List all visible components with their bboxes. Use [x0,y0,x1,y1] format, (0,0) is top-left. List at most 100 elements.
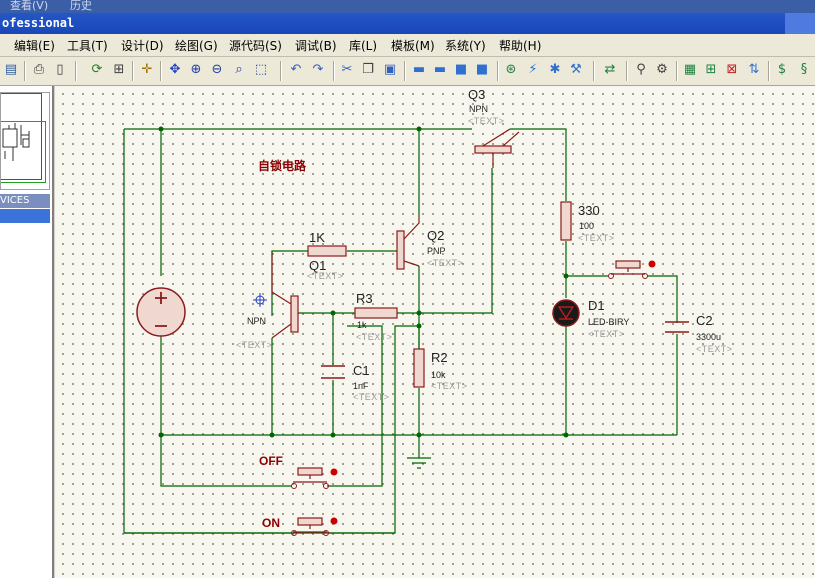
zoom-in-icon[interactable]: ⊕ [190,62,202,77]
refresh-icon[interactable]: ⟳ [91,62,103,77]
q2-transistor [396,216,420,270]
schematic-canvas[interactable]: 自锁电路 Q3 NPN <TEXT> Q2 PNP <TEXT> 1K Q1 <… [55,86,815,578]
overview-view-rect [1,93,42,180]
led-d1 [552,299,580,327]
menu-library[interactable]: 库(L) [349,39,378,53]
wire-off-right [327,325,383,487]
capacitor-c2 [665,321,689,333]
toolbar-separator [626,61,628,81]
title-bar[interactable]: ofessional [0,13,815,35]
page-icon[interactable]: ▯ [56,62,64,77]
d1-value: LED-BIRY [588,317,630,327]
q3-value: NPN [469,104,489,114]
toolbar-separator [75,61,77,81]
strip-text-view: 查看(V) [10,0,49,12]
schematic-drawing [123,126,689,536]
menu-bar: 编辑(E) 工具(T) 设计(D) 绘图(G) 源代码(S) 调试(B) 库(L… [0,34,815,57]
d1-ref: D1 [588,298,605,313]
dollar-icon[interactable]: $ [777,62,787,77]
pan-icon[interactable]: ✥ [169,62,181,77]
overview-window[interactable] [0,92,50,190]
toolbar-separator [768,61,770,81]
menu-tools[interactable]: 工具(T) [67,39,108,53]
print-icon[interactable]: ⎙ [33,62,45,77]
overview-thumbnail [2,123,30,161]
q1-ref: Q1 [309,258,327,273]
pick-device-icon[interactable]: ⊛ [505,62,517,77]
menu-system[interactable]: 系统(Y) [445,39,486,53]
toolbar-separator [160,61,162,81]
wire-off-left [160,435,292,487]
r-330-value: 100 [579,221,595,231]
block-delete-icon[interactable]: ■ [475,62,489,77]
block-copy-icon[interactable]: ▬ [412,62,426,77]
strip-text-history: 历史 [70,0,92,12]
d1-text-placeholder: <TEXT> [588,329,625,339]
menu-source[interactable]: 源代码(S) [229,39,282,53]
resistor-r3 [354,307,398,319]
property-tool-icon[interactable]: ⇄ [604,62,616,77]
background-window-strip: 查看(V) 历史 [0,0,815,13]
bom-icon[interactable]: ▦ [683,62,697,77]
zoom-all-icon[interactable]: ⌕ [235,62,243,77]
q3-text-placeholder: <TEXT> [468,116,505,126]
origin-icon[interactable]: ✛ [141,62,153,77]
c2-value: 3300u [696,332,722,342]
menu-graph[interactable]: 绘图(G) [175,39,218,53]
block-rotate-icon[interactable]: ■ [454,62,468,77]
cut-icon[interactable]: ✂ [341,62,353,77]
schematic-title: 自锁电路 [258,159,307,173]
toolbar: ▤ ⎙ ▯ ⟳ ⊞ ✛ ✥ ⊕ ⊖ ⌕ ⬚ ↶ ↷ ✂ ❐ ▣ ▬ ▬ ■ ■ … [0,57,815,86]
resistor-r2 [413,348,425,388]
q1-text-placeholder: <TEXT> [307,271,344,281]
menu-design[interactable]: 设计(D) [121,39,164,53]
paste-icon[interactable]: ▣ [383,62,397,77]
new-sheet-icon[interactable]: ⚙ [656,62,668,77]
copy-icon[interactable]: ❐ [362,62,374,77]
toolbar-separator [497,61,499,81]
switch-on [291,517,338,536]
search-icon[interactable]: ⚒ [570,62,582,77]
r-330-ref: 330 [578,203,600,218]
capacitor-c1 [321,365,345,379]
q1-text-placeholder-2: <TEXT> [236,340,273,350]
devices-header: VICES [0,194,50,208]
r-1k-ref: 1K [309,230,325,245]
menu-edit[interactable]: 编辑(E) [14,39,55,53]
zoom-out-icon[interactable]: ⊖ [211,62,223,77]
undo-icon[interactable]: ↶ [290,62,302,77]
isis-icon[interactable]: ⊞ [705,62,717,77]
script-icon[interactable]: § [800,62,808,77]
decompose-icon[interactable]: ✱ [549,62,561,77]
redo-icon[interactable]: ↷ [312,62,324,77]
toolbar-separator [24,61,26,81]
make-device-icon[interactable]: ⚡ [528,62,538,77]
menu-template[interactable]: 模板(M) [391,39,435,53]
block-move-icon[interactable]: ▬ [433,62,447,77]
q2-ref: Q2 [427,228,445,243]
ground-symbol [407,457,431,469]
menu-debug[interactable]: 调试(B) [295,39,337,53]
switch-on-label: ON [262,516,280,530]
device-list-selected-item[interactable] [0,209,50,223]
wire-q3-base [419,168,493,314]
battery-source [136,287,186,337]
q1-transistor [271,253,299,339]
netlist-icon[interactable]: ⚲ [636,62,646,77]
switch-led [608,260,656,279]
probe-marker-icon [253,293,267,307]
wire-1k-left [271,250,308,253]
wire-q3-collector [510,128,567,201]
resistor-330 [560,201,572,241]
q3-ref: Q3 [468,87,486,102]
menu-help[interactable]: 帮助(H) [499,39,542,53]
zoom-area-icon[interactable]: ⬚ [254,62,268,77]
print-preview-icon[interactable]: ▤ [4,62,18,77]
remove-sheet-icon[interactable]: ⊠ [726,62,738,77]
window-title: ofessional [2,16,75,30]
resistor-1k [307,245,347,257]
title-bar-button[interactable] [785,13,815,34]
r-330-text-placeholder: <TEXT> [578,233,615,243]
ares-icon[interactable]: ⇅ [748,62,760,77]
grid-icon[interactable]: ⊞ [113,62,125,77]
